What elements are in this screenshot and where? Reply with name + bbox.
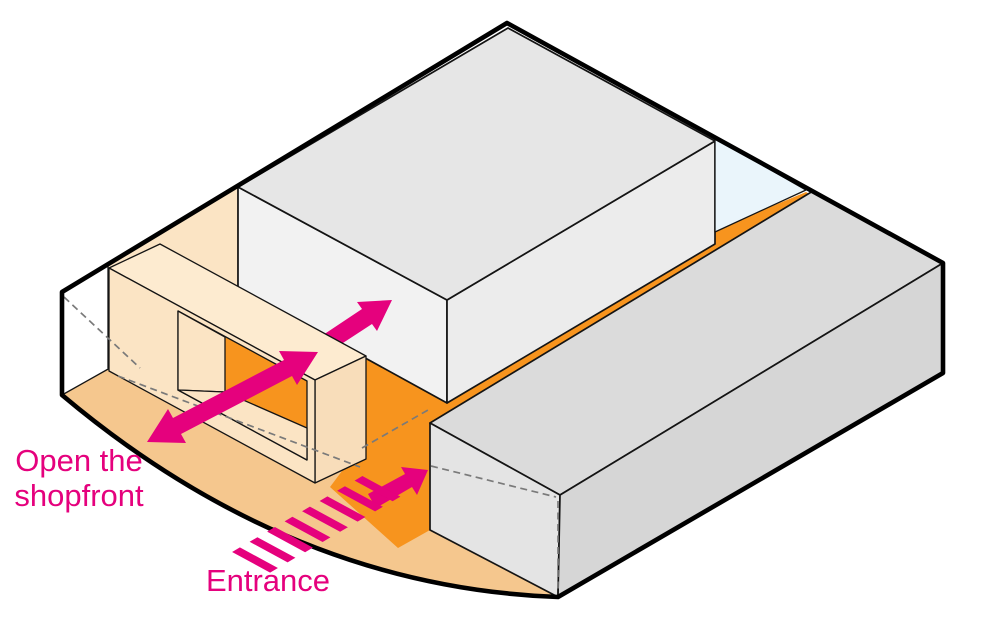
- annex-building-volume: [429, 190, 944, 598]
- entrance-crosswalk-stripes: [232, 476, 401, 573]
- open-shopfront-arrow: [147, 351, 318, 443]
- dashed-datum-lines: [63, 296, 559, 592]
- site-outline: [59, 20, 946, 600]
- open-shopfront-label-line2: shopfront: [14, 478, 144, 513]
- open-shopfront-label-line1: Open the: [15, 443, 143, 478]
- main-building-volume: [237, 27, 716, 404]
- entrance-arrow: [368, 467, 428, 508]
- entrance-label: Entrance: [206, 563, 330, 598]
- lane-and-entrance-floor: [250, 192, 813, 548]
